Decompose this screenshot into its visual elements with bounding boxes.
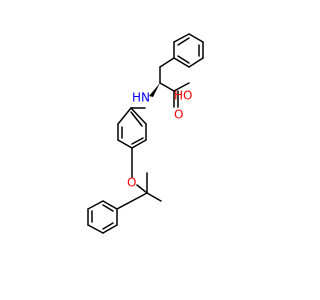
top-phenyl-ring <box>173 33 204 68</box>
carbonyl-oxygen-label: O <box>174 108 183 122</box>
phenylalanine-backbone <box>159 57 190 108</box>
background <box>0 0 300 300</box>
bottom-phenyl-ring <box>87 200 118 234</box>
ether-oxygen-label: O <box>127 176 136 190</box>
molecule-structure: HO O HN O <box>0 0 300 300</box>
chiral-center-wedge <box>149 83 160 97</box>
tertiary-alkyl-chain <box>116 147 162 210</box>
carboxyl-hydroxyl-label: HO <box>174 89 192 103</box>
para-phenylene-ring <box>117 107 147 149</box>
amine-nitrogen-label: HN <box>132 91 150 105</box>
